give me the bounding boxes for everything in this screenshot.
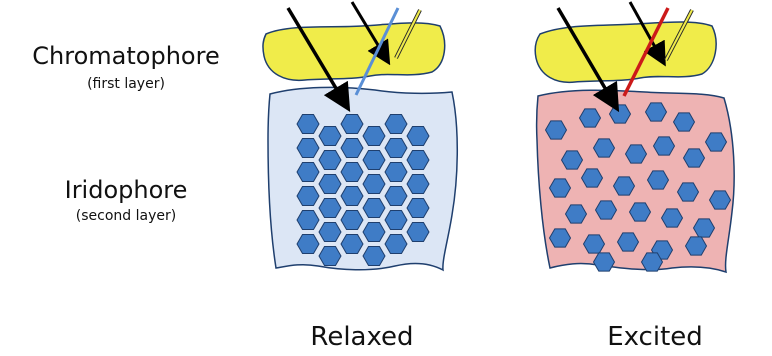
relaxed-platelet	[319, 223, 341, 242]
relaxed-platelet	[407, 151, 429, 170]
excited-platelet	[584, 235, 605, 253]
relaxed-chromatophore-cell	[263, 23, 445, 80]
excited-platelet	[614, 177, 635, 195]
excited-platelet	[566, 205, 587, 223]
relaxed-platelet	[407, 223, 429, 242]
excited-platelet	[646, 103, 667, 121]
relaxed-platelet	[341, 211, 363, 230]
excited-platelet	[562, 151, 583, 169]
relaxed-platelet	[385, 115, 407, 134]
relaxed-platelet	[341, 163, 363, 182]
relaxed-platelet	[385, 235, 407, 254]
excited-platelet	[648, 171, 669, 189]
relaxed-platelet	[319, 127, 341, 146]
relaxed-platelet	[341, 187, 363, 206]
excited-platelet	[550, 229, 571, 247]
relaxed-platelet	[363, 151, 385, 170]
relaxed-platelet	[297, 235, 319, 254]
relaxed-platelet	[363, 247, 385, 266]
excited-platelet	[610, 105, 631, 123]
excited-platelet	[596, 201, 617, 219]
relaxed-platelet	[297, 115, 319, 134]
excited-platelet	[594, 253, 615, 271]
excited-platelet	[642, 253, 663, 271]
excited-platelet	[546, 121, 567, 139]
relaxed-platelet	[297, 187, 319, 206]
relaxed-platelet	[297, 211, 319, 230]
excited-panel	[535, 2, 734, 272]
relaxed-panel	[263, 2, 457, 270]
excited-platelet	[662, 209, 683, 227]
relaxed-platelet	[319, 199, 341, 218]
relaxed-platelet	[407, 127, 429, 146]
relaxed-platelet	[297, 139, 319, 158]
excited-platelet	[580, 109, 601, 127]
relaxed-platelet	[363, 127, 385, 146]
excited-chromatophore-cell	[535, 22, 716, 82]
relaxed-platelet	[407, 175, 429, 194]
relaxed-platelet	[319, 175, 341, 194]
relaxed-platelet	[341, 139, 363, 158]
relaxed-platelet	[363, 175, 385, 194]
excited-platelet	[626, 145, 647, 163]
relaxed-platelet	[297, 163, 319, 182]
excited-platelet	[618, 233, 639, 251]
excited-platelet	[706, 133, 727, 151]
excited-platelet	[654, 137, 675, 155]
excited-platelet	[710, 191, 731, 209]
relaxed-platelet	[341, 115, 363, 134]
excited-platelet	[686, 237, 707, 255]
excited-platelet	[550, 179, 571, 197]
relaxed-platelet	[319, 151, 341, 170]
relaxed-platelet	[363, 223, 385, 242]
relaxed-platelet	[385, 163, 407, 182]
excited-platelet	[684, 149, 705, 167]
excited-platelet	[630, 203, 651, 221]
relaxed-platelet	[385, 211, 407, 230]
excited-platelet	[694, 219, 715, 237]
excited-platelet	[678, 183, 699, 201]
excited-platelet	[582, 169, 603, 187]
excited-platelet	[674, 113, 695, 131]
relaxed-platelet	[341, 235, 363, 254]
relaxed-platelet	[385, 187, 407, 206]
relaxed-platelet	[385, 139, 407, 158]
relaxed-platelet	[407, 199, 429, 218]
relaxed-platelet	[319, 247, 341, 266]
excited-platelet	[594, 139, 615, 157]
relaxed-platelet	[363, 199, 385, 218]
